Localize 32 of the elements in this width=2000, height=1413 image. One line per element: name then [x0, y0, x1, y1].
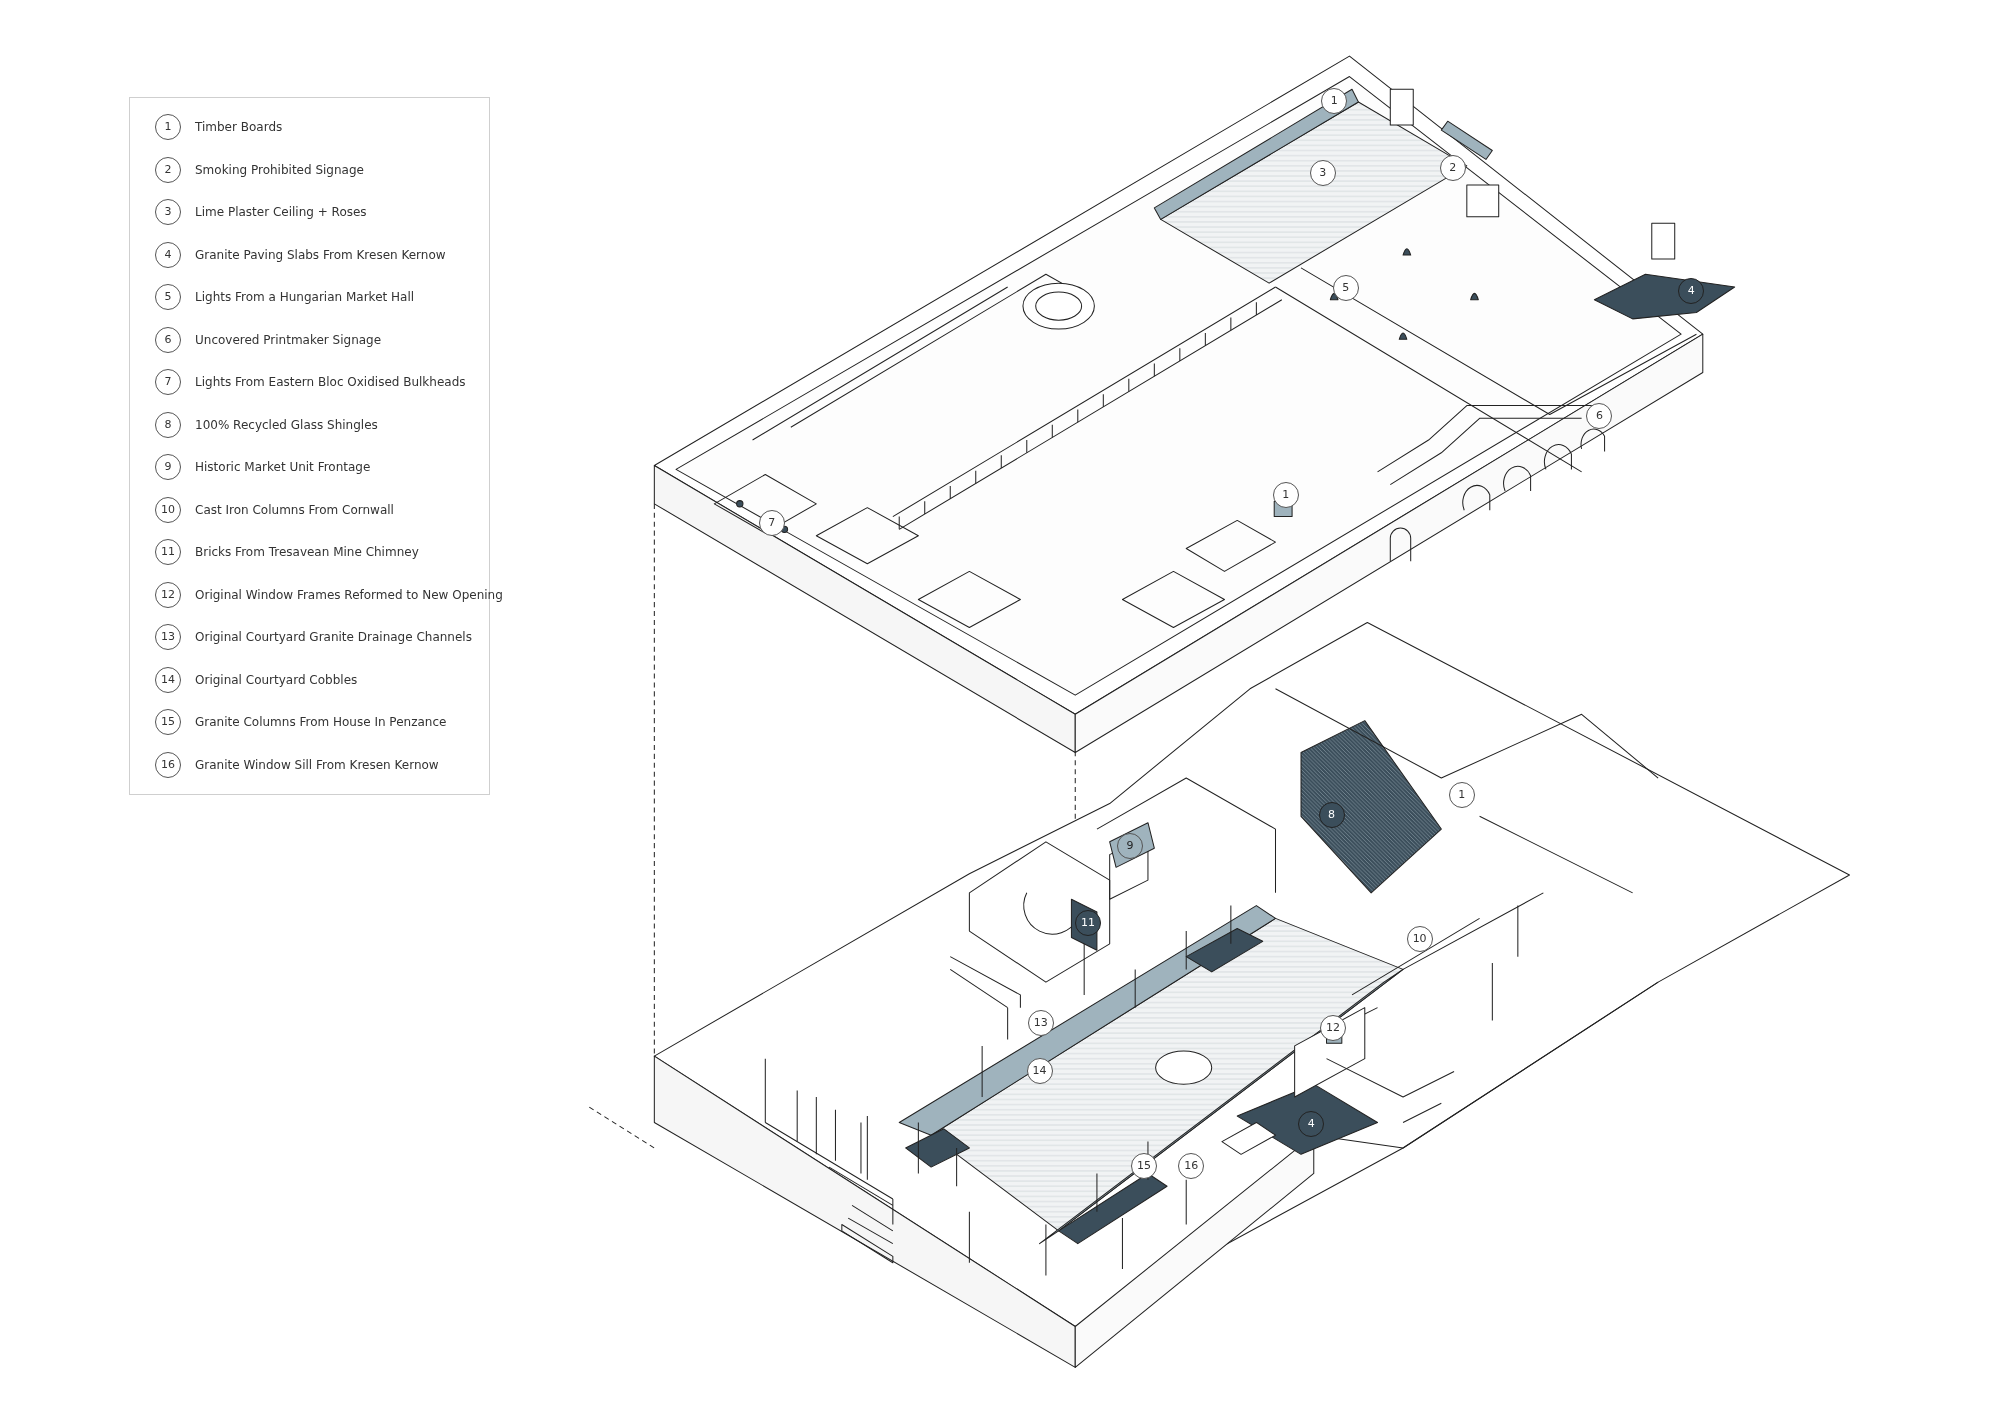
callout-number: 8 [155, 411, 181, 438]
legend-text: Cast Iron Columns From Cornwall [195, 501, 394, 518]
legend-text: Bricks From Tresavean Mine Chimney [195, 544, 419, 560]
callout-number: 16 [155, 751, 181, 778]
callout-number: 11 [155, 539, 181, 565]
legend-text: Smoking Prohibited Signage [195, 161, 364, 178]
callout-number: 12 [155, 581, 181, 608]
callout-number: 4 [155, 241, 181, 268]
legend-text: Lime Plaster Ceiling + Roses [195, 204, 367, 220]
callout-number: 7 [155, 369, 181, 395]
callout-number: 9 [155, 454, 181, 480]
legend-text: Original Courtyard Granite Drainage Channels [195, 629, 472, 645]
callout-number: 5 [155, 284, 181, 310]
callout-number: 6 [155, 326, 181, 353]
legend-text: Granite Paving Slabs From Kresen Kernow [195, 246, 446, 263]
legend-text: Original Courtyard Cobbles [195, 671, 358, 688]
legend-text: Lights From a Hungarian Market Hall [195, 289, 415, 305]
legend-text: Lights From Eastern Bloc Oxidised Bulkheads [195, 374, 466, 390]
legend-text: Original Window Frames Reformed to New Opening [195, 586, 503, 603]
legend-text: Granite Window Sill From Kresen Kernow [195, 756, 439, 773]
legend-text: Historic Market Unit Frontage [195, 459, 371, 475]
legend-text: Granite Columns From House In Penzance [195, 714, 447, 730]
legend-text: Uncovered Printmaker Signage [195, 331, 382, 348]
callout-number: 10 [155, 496, 181, 523]
callout-number: 2 [155, 156, 181, 183]
callout-number: 3 [155, 199, 181, 225]
legend-text: 100% Recycled Glass Shingles [195, 416, 378, 433]
callout-number: 13 [155, 624, 181, 650]
callout-number: 1 [155, 114, 181, 140]
callout-number: 14 [155, 666, 181, 693]
legend-text: Timber Boards [195, 119, 283, 135]
callout-number: 15 [155, 709, 181, 735]
